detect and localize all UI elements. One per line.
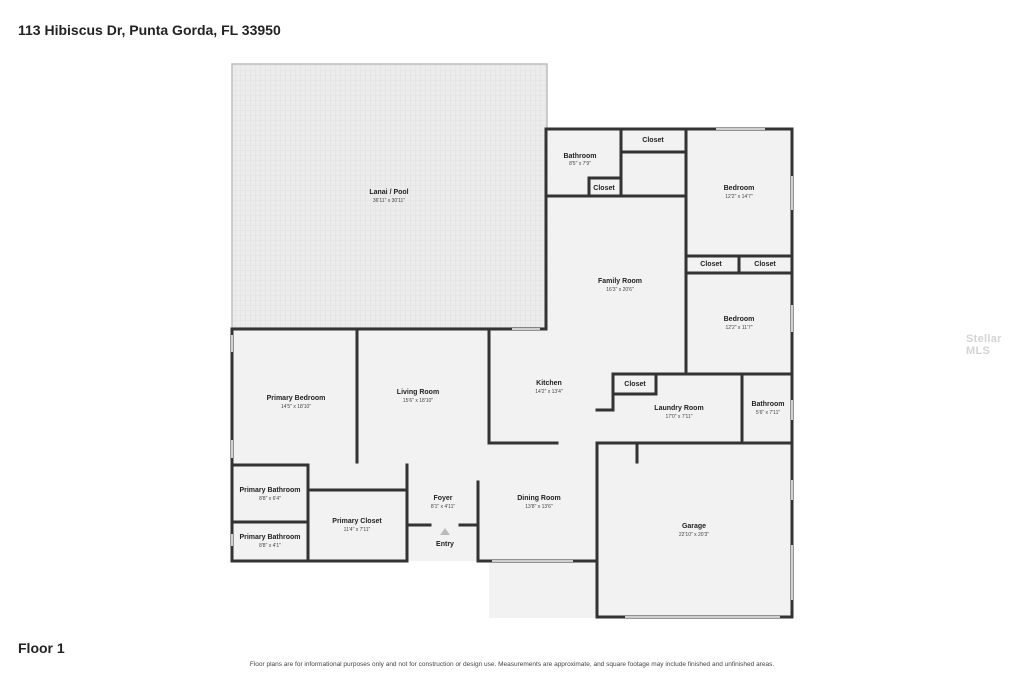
- label-bathroom-right: Bathroom: [751, 401, 784, 408]
- dims-laundry-room: 17'0" x 7'11": [665, 414, 692, 420]
- dims-dining-room: 13'8" x 13'6": [525, 504, 553, 510]
- label-family-room: Family Room: [598, 278, 642, 285]
- label-bedroom-1: Bedroom: [724, 185, 755, 192]
- label-laundry-room: Laundry Room: [654, 405, 703, 412]
- dims-bathroom-right: 5'6" x 7'11": [756, 410, 780, 416]
- dims-primary-bedroom: 14'5" x 18'10": [281, 404, 311, 410]
- disclaimer: Floor plans are for informational purpos…: [249, 661, 775, 668]
- label-living-room: Living Room: [397, 389, 439, 396]
- label-closet-laundry: Closet: [624, 381, 646, 388]
- label-closet-bed2: Closet: [754, 261, 776, 268]
- dims-garage: 22'10" x 20'3": [679, 532, 709, 538]
- dims-kitchen: 14'2" x 13'4": [535, 389, 563, 395]
- label-primary-bedroom: Primary Bedroom: [267, 395, 326, 402]
- dims-living-room: 15'6" x 18'10": [403, 398, 433, 404]
- label-dining-room: Dining Room: [517, 495, 561, 502]
- label-closet-small: Closet: [593, 185, 615, 192]
- label-foyer: Foyer: [433, 495, 452, 502]
- label-bathroom-top: Bathroom: [563, 153, 596, 160]
- dims-primary-bathroom-1: 8'8" x 6'4": [259, 496, 281, 502]
- label-primary-closet: Primary Closet: [332, 518, 382, 525]
- label-garage: Garage: [682, 523, 706, 530]
- label-lanai: Lanai / Pool: [369, 189, 408, 196]
- dims-primary-closet: 11'4" x 7'11": [344, 527, 371, 533]
- dims-lanai: 36'11" x 30'11": [373, 198, 405, 204]
- dims-bathroom-top: 8'5" x 7'9": [569, 161, 591, 167]
- entry-arrow-icon: [440, 528, 450, 535]
- property-address: 113 Hibiscus Dr, Punta Gorda, FL 33950: [18, 22, 281, 38]
- label-primary-bathroom-1: Primary Bathroom: [239, 487, 300, 494]
- label-bedroom-2: Bedroom: [724, 316, 755, 323]
- label-closet-top: Closet: [642, 137, 664, 144]
- floor-label: Floor 1: [18, 640, 65, 656]
- windows: [231, 128, 793, 618]
- dims-bedroom-2: 12'2" x 11'7": [725, 325, 752, 331]
- dims-family-room: 16'3" x 20'6": [606, 287, 634, 293]
- label-kitchen: Kitchen: [536, 380, 562, 387]
- label-entry: Entry: [436, 541, 454, 548]
- label-closet-bed1: Closet: [700, 261, 722, 268]
- dims-foyer: 8'1" x 4'11": [431, 504, 455, 510]
- dims-primary-bathroom-2: 8'8" x 4'1": [259, 543, 281, 549]
- dims-bedroom-1: 12'2" x 14'7": [725, 194, 753, 200]
- lanai-area: [231, 63, 548, 329]
- watermark: Stellar MLS: [966, 333, 1002, 357]
- label-primary-bathroom-2: Primary Bathroom: [239, 534, 300, 541]
